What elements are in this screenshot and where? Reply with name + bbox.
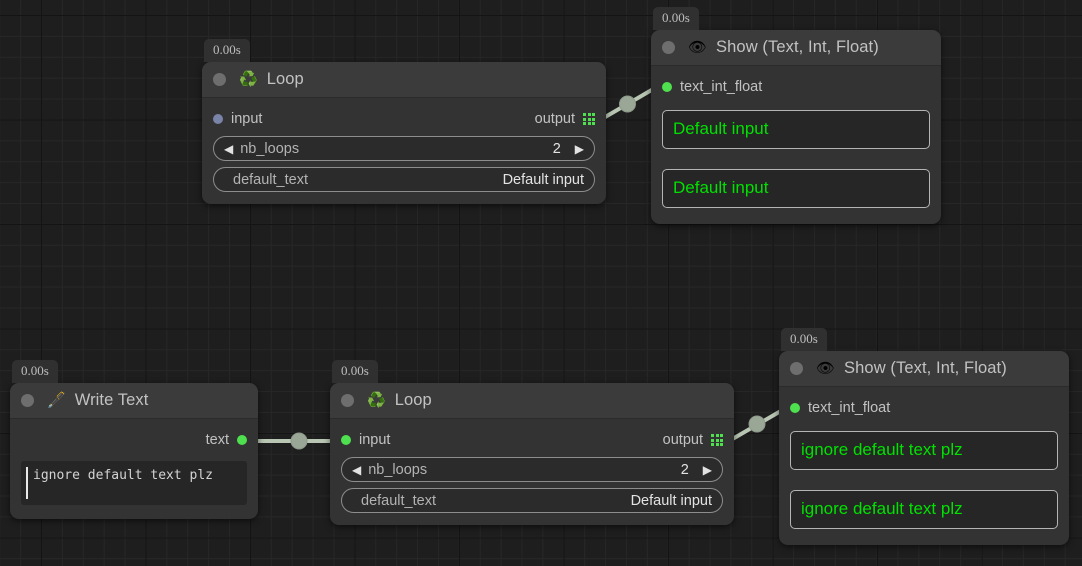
input-port-label: text_int_float [680, 79, 763, 95]
input-port[interactable]: input [213, 111, 262, 127]
eye-icon: 👁 [688, 39, 708, 56]
time-badge: 0.00s [781, 328, 827, 351]
node-header[interactable]: 👁 Show (Text, Int, Float) [779, 351, 1069, 387]
text-caret [26, 467, 28, 499]
output-port-dot[interactable] [237, 435, 247, 445]
pen-icon: 🖋️ [47, 392, 66, 409]
node-title: Loop [266, 70, 304, 88]
field-label: nb_loops [240, 140, 300, 157]
node-write-text[interactable]: 0.00s 🖋️ Write Text text ignore default … [10, 360, 258, 519]
input-port-dot[interactable] [790, 403, 800, 413]
port-row: text_int_float [662, 76, 930, 98]
node-body: text ignore default text plz [10, 419, 258, 519]
input-port[interactable]: input [341, 432, 390, 448]
node-show-top[interactable]: 0.00s 👁 Show (Text, Int, Float) text_int… [651, 7, 941, 224]
stepper-increment-icon[interactable]: ▶ [702, 462, 712, 477]
port-row: text [21, 429, 247, 451]
input-port-label: input [231, 111, 263, 127]
node-show-bottom[interactable]: 0.00s 👁 Show (Text, Int, Float) text_int… [779, 328, 1069, 545]
display-box: ignore default text plz [790, 431, 1058, 470]
field-nb-loops[interactable]: ◀ nb_loops 2 ▶ [341, 457, 723, 482]
node-header[interactable]: 👁 Show (Text, Int, Float) [651, 30, 941, 66]
node-header[interactable]: ♻️ Loop [202, 62, 606, 98]
input-port-label: text_int_float [808, 400, 891, 416]
eye-icon: 👁 [816, 360, 836, 377]
display-box: Default input [662, 110, 930, 149]
field-default-text[interactable]: default_text Default input [213, 167, 595, 192]
input-port[interactable]: text_int_float [790, 400, 890, 416]
field-value[interactable]: 2 [552, 140, 561, 157]
input-port-dot[interactable] [213, 114, 223, 124]
field-label: nb_loops [368, 461, 428, 478]
status-dot[interactable] [790, 362, 803, 375]
edge-loop-bottom-to-show-bottom[interactable] [727, 406, 788, 443]
output-port-label: text [205, 432, 229, 448]
input-port-dot[interactable] [662, 82, 672, 92]
time-badge: 0.00s [653, 7, 699, 30]
node-loop-top[interactable]: 0.00s ♻️ Loop input output ◀ [202, 39, 606, 204]
field-label: default_text [233, 171, 308, 188]
stepper-decrement-icon[interactable]: ◀ [224, 141, 234, 156]
grid-icon[interactable] [711, 434, 723, 446]
edge-loop-top-to-show-top[interactable] [598, 86, 657, 122]
output-port[interactable]: text [206, 432, 247, 448]
status-dot[interactable] [213, 73, 226, 86]
display-box: Default input [662, 169, 930, 208]
output-port-label: output [534, 111, 575, 127]
grid-icon[interactable] [583, 113, 595, 125]
time-badge: 0.00s [12, 360, 58, 383]
text-editor[interactable]: ignore default text plz [21, 461, 247, 505]
node-title: Show (Text, Int, Float) [844, 359, 1007, 377]
field-value[interactable]: 2 [680, 461, 689, 478]
input-port-dot[interactable] [341, 435, 351, 445]
input-port[interactable]: text_int_float [662, 79, 762, 95]
field-value[interactable]: Default input [630, 492, 712, 509]
node-title: Loop [394, 391, 432, 409]
port-row: input output [213, 108, 595, 130]
input-port-label: input [359, 432, 391, 448]
port-row: input output [341, 429, 723, 451]
status-dot[interactable] [662, 41, 675, 54]
node-title: Write Text [74, 391, 149, 409]
stepper-decrement-icon[interactable]: ◀ [352, 462, 362, 477]
recycle-icon: ♻️ [367, 392, 386, 409]
node-header[interactable]: ♻️ Loop [330, 383, 734, 419]
node-title: Show (Text, Int, Float) [716, 38, 879, 56]
node-loop-bottom[interactable]: 0.00s ♻️ Loop input output ◀ [330, 360, 734, 525]
time-badge: 0.00s [204, 39, 250, 62]
stepper-increment-icon[interactable]: ▶ [574, 141, 584, 156]
display-box: ignore default text plz [790, 490, 1058, 529]
output-port-label: output [662, 432, 703, 448]
field-label: default_text [361, 492, 436, 509]
port-row: text_int_float [790, 397, 1058, 419]
node-body: input output ◀ nb_loops 2 ▶ default_text… [330, 419, 734, 525]
node-header[interactable]: 🖋️ Write Text [10, 383, 258, 419]
field-default-text[interactable]: default_text Default input [341, 488, 723, 513]
output-port[interactable]: output [663, 432, 723, 448]
field-nb-loops[interactable]: ◀ nb_loops 2 ▶ [213, 136, 595, 161]
field-value[interactable]: Default input [502, 171, 584, 188]
text-editor-value[interactable]: ignore default text plz [33, 468, 214, 483]
status-dot[interactable] [21, 394, 34, 407]
recycle-icon: ♻️ [239, 71, 258, 88]
node-body: text_int_float ignore default text plz i… [779, 387, 1069, 545]
time-badge: 0.00s [332, 360, 378, 383]
node-body: text_int_float Default input Default inp… [651, 66, 941, 224]
node-body: input output ◀ nb_loops 2 ▶ default_text… [202, 98, 606, 204]
output-port[interactable]: output [535, 111, 595, 127]
status-dot[interactable] [341, 394, 354, 407]
